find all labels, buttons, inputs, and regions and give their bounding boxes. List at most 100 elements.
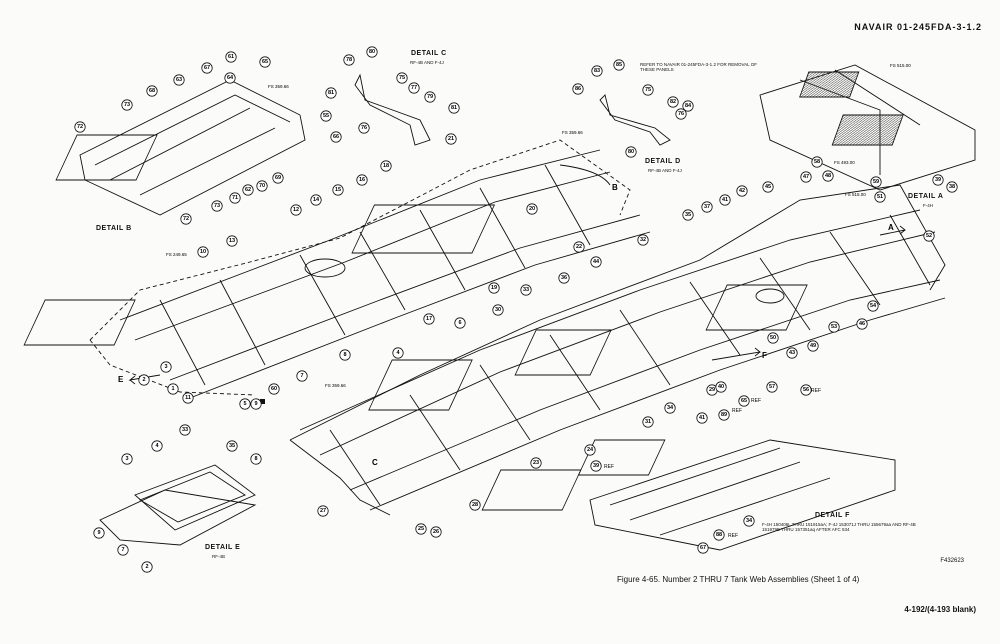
callout-number: 40 (718, 384, 724, 390)
callout-bubble (242, 184, 254, 196)
callout-bubble (93, 527, 105, 539)
callout-number: 23 (533, 460, 539, 466)
station-label: FS 515.00 (890, 63, 911, 68)
callout-number: 77 (411, 85, 417, 91)
callout-number: 39 (935, 177, 941, 183)
callout-bubble (736, 185, 748, 197)
callout-bubble (923, 230, 935, 242)
callout-bubble (867, 300, 879, 312)
callout-bubble (121, 453, 133, 465)
station-label: FS 249.65 (166, 252, 187, 257)
callout-number: 68 (149, 88, 155, 94)
callout-bubble (366, 46, 378, 58)
callout-bubble (713, 529, 725, 541)
callout-bubble (701, 201, 713, 213)
detail-b-label: DETAIL B (96, 225, 132, 232)
ref-mark: REF (728, 533, 738, 539)
callout-bubble (590, 460, 602, 472)
callout-number: 50 (770, 335, 776, 341)
station-label: FS 493.00 (834, 160, 855, 165)
callout-bubble (932, 174, 944, 186)
callout-number: 67 (204, 65, 210, 71)
callout-number: 56 (803, 387, 809, 393)
callout-bubble (530, 457, 542, 469)
callout-number: 78 (346, 57, 352, 63)
callout-number: 85 (616, 62, 622, 68)
callout-bubble (224, 72, 236, 84)
callout-bubble (392, 347, 404, 359)
page-number: 4-192/(4-193 blank) (904, 605, 976, 614)
callout-number: 13 (229, 238, 235, 244)
callout-bubble (356, 174, 368, 186)
callout-bubble (343, 54, 355, 66)
callout-number: 32 (640, 237, 646, 243)
callout-bubble (762, 181, 774, 193)
callout-number: 17 (426, 316, 432, 322)
callout-number: 67 (700, 545, 706, 551)
callout-bubble (719, 194, 731, 206)
detail-f-sub: F-4H 150406L THRU 151915aA; F-4J 153071J… (762, 522, 916, 532)
detail-c-sub: RF-4B AND F-4J (410, 60, 444, 65)
ref-mark: REF (751, 398, 761, 404)
callout-number: 86 (575, 86, 581, 92)
callout-bubble (74, 121, 86, 133)
callout-number: 7 (300, 373, 303, 379)
callout-number: 64 (227, 75, 234, 81)
callout-bubble (526, 203, 538, 215)
callout-number: 89 (721, 412, 727, 418)
callout-bubble (591, 65, 603, 77)
callout-number: 4 (396, 350, 400, 356)
callout-bubble (182, 392, 194, 404)
callout-bubble (766, 381, 778, 393)
callout-bubble (179, 424, 191, 436)
callout-number: 37 (704, 204, 710, 210)
callout-number: 3 (164, 364, 167, 370)
callout-number: 61 (228, 54, 234, 60)
callout-number: 6 (458, 320, 461, 326)
callout-bubble (151, 440, 163, 452)
callout-bubble (250, 398, 262, 410)
callout-number: 82 (670, 99, 676, 105)
callout-bubble (211, 200, 223, 212)
callout-bubble (822, 170, 834, 182)
callout-bubble (874, 191, 886, 203)
callout-number: 9 (97, 530, 100, 536)
callout-bubble (423, 313, 435, 325)
callout-number: 49 (810, 343, 816, 349)
callout-bubble (590, 256, 602, 268)
ref-mark: REF (811, 388, 821, 394)
callout-number: 24 (587, 447, 594, 453)
callout-number: 15 (335, 187, 341, 193)
detail-e-label: DETAIL E (205, 544, 241, 551)
callout-number: 22 (576, 244, 582, 250)
callout-bubble (448, 102, 460, 114)
callout-number: 72 (77, 124, 83, 130)
callout-number: 66 (333, 134, 339, 140)
callout-number: 19 (491, 285, 497, 291)
callout-bubble (584, 444, 596, 456)
callout-number: 43 (789, 350, 795, 356)
callout-number: 70 (259, 183, 265, 189)
callout-bubble (682, 100, 694, 112)
callout-bubble (870, 176, 882, 188)
callout-bubble (310, 194, 322, 206)
callout-number: 35 (229, 443, 235, 449)
callout-bubble (613, 59, 625, 71)
callout-number: 26 (433, 529, 439, 535)
callout-number: 59 (873, 179, 879, 185)
callout-bubble (250, 453, 262, 465)
callout-number: 11 (185, 395, 191, 401)
callout-number: 30 (495, 307, 501, 313)
callout-bubble (667, 96, 679, 108)
figure-id: F432623 (940, 558, 964, 564)
callout-bubble (807, 340, 819, 352)
callout-bubble (146, 85, 158, 97)
callout-number: 18 (383, 163, 389, 169)
callout-bubble (786, 347, 798, 359)
callout-number: 52 (926, 233, 932, 239)
callout-number: 72 (183, 216, 189, 222)
callout-bubble (239, 398, 251, 410)
callout-bubble (138, 374, 150, 386)
